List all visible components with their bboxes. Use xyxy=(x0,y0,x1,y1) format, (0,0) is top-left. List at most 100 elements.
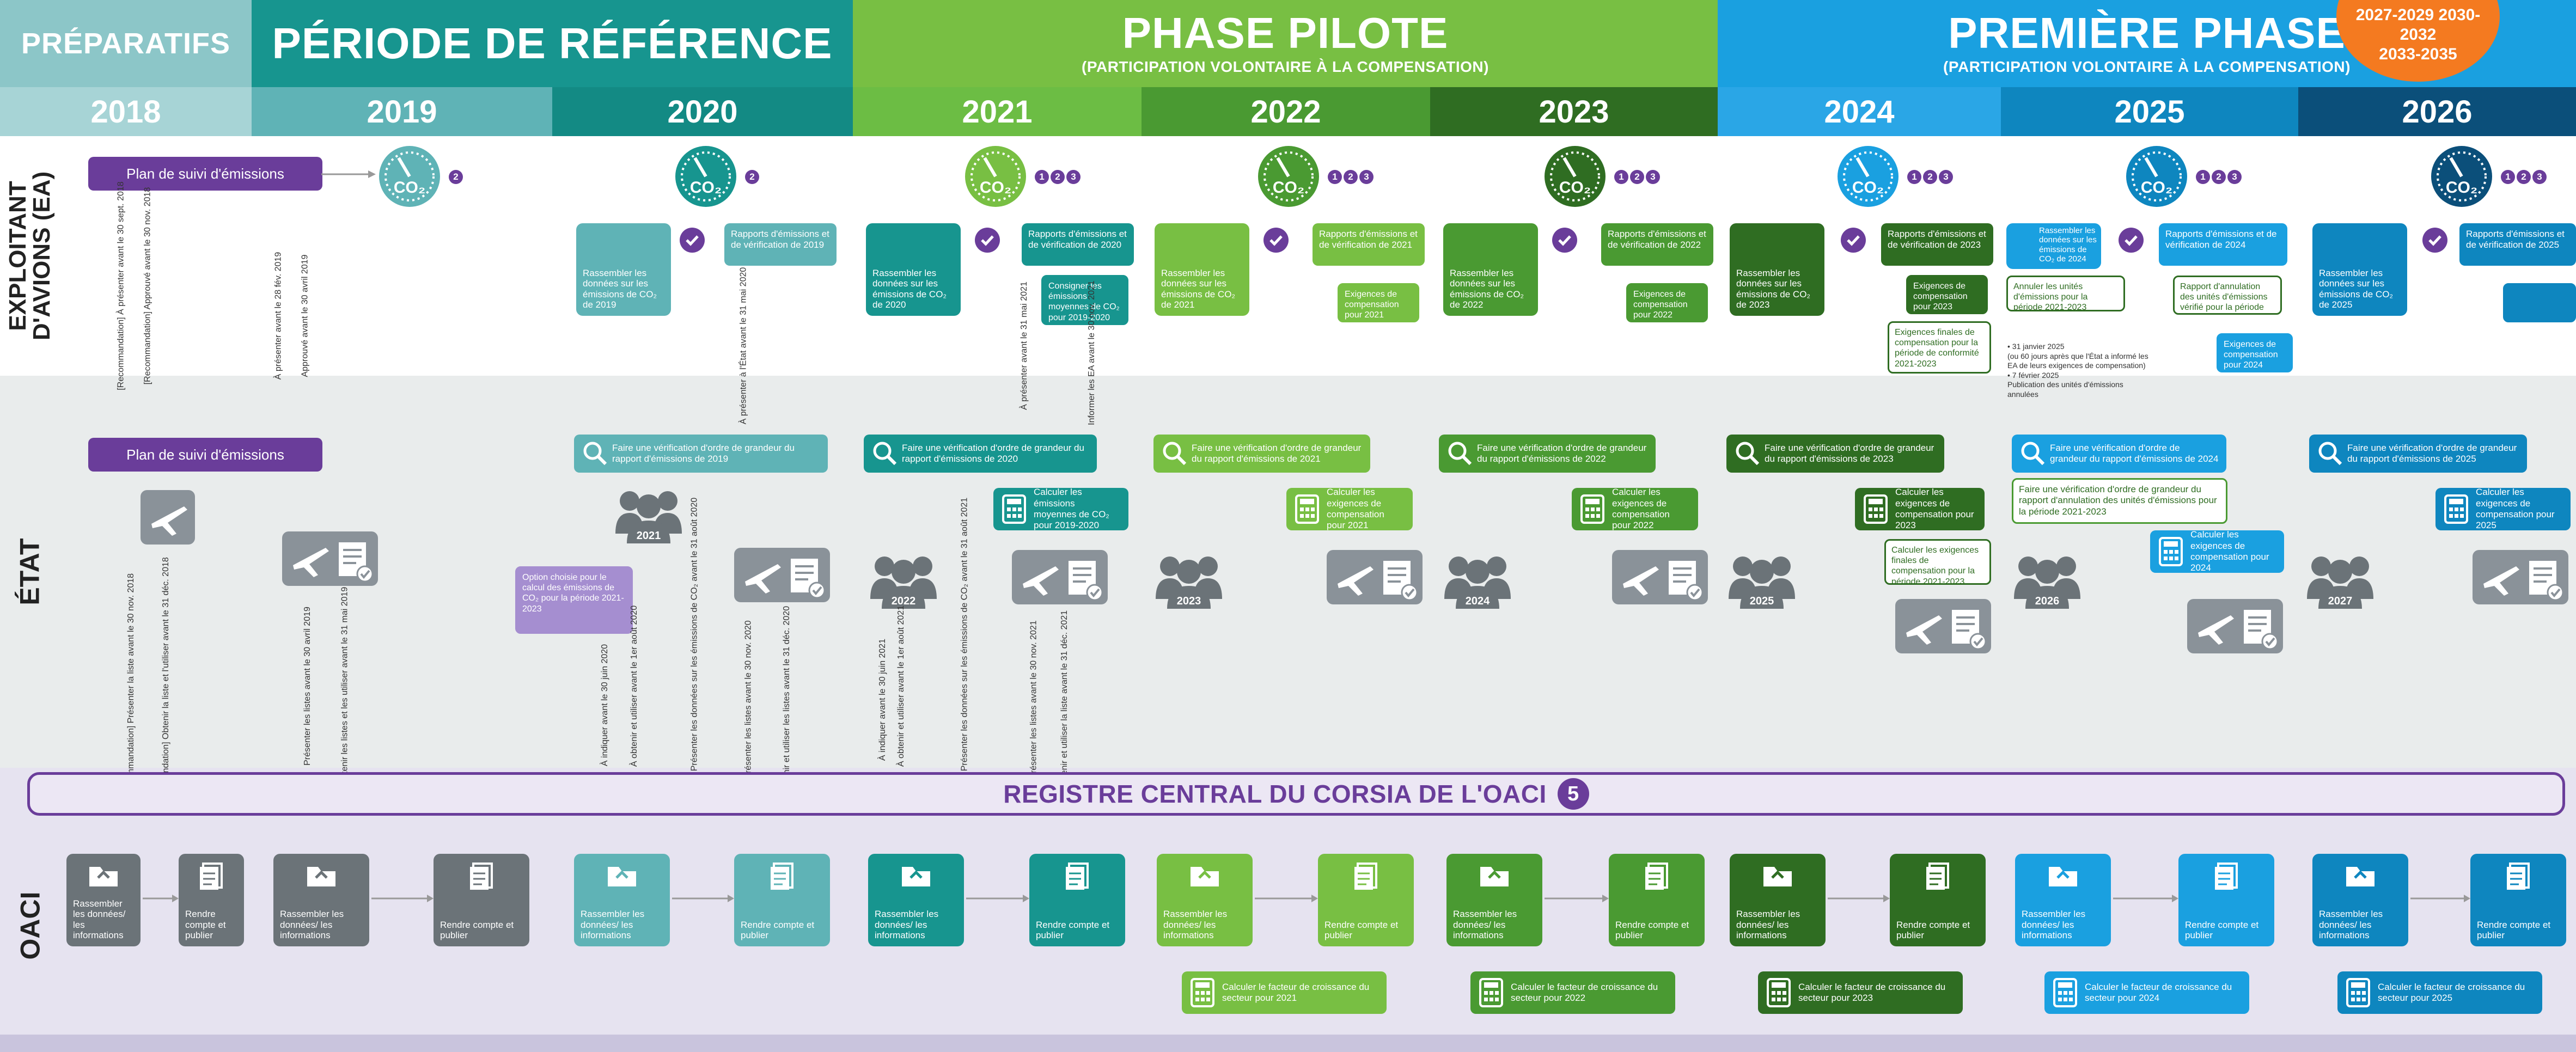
group-icon: 2023 xyxy=(1153,550,1222,610)
gather-tile-2021: Rassembler les données sur les émissions… xyxy=(1155,223,1249,316)
icao-gather-tile: Rassembler les données/ les informations xyxy=(574,854,670,946)
deadline-text: À présenter à l'État avant le 31 mai 202… xyxy=(738,267,748,425)
row-label-operator: EXPLOITANT D'AVIONS (EA) xyxy=(4,171,56,341)
gather-tile-2020: Rassembler les données sur les émissions… xyxy=(866,223,961,316)
icao-gather-tile: Rassembler les données/ les informations xyxy=(1446,854,1542,946)
deadline-text: [Recommandation] À présenter avant le 30… xyxy=(117,181,126,390)
verify-2024: Faire une vérification d'ordre de grande… xyxy=(2012,435,2226,473)
co2-gauge-icon: CO₂ xyxy=(1835,143,1901,208)
deadline-text: Approuvé avant le 30 avril 2019 xyxy=(301,254,310,377)
co2-gauge-icon: CO₂ xyxy=(377,143,442,208)
icao-report-tile: Rendre compte et publier xyxy=(2470,854,2566,946)
arrow xyxy=(143,893,179,907)
gather-tile-2019: Rassembler les données sur les émissions… xyxy=(576,223,671,316)
check-icon xyxy=(1552,228,1577,253)
deadline-text: Obtenir et utiliser la liste avant le 31… xyxy=(1060,610,1069,790)
svg-text:2021: 2021 xyxy=(637,530,661,542)
report-2021: Rapports d'émissions et de vérification … xyxy=(1313,223,1425,266)
airplane-icon xyxy=(141,490,195,547)
deadline-text: Obtenir et utiliser les listes avant le … xyxy=(782,605,791,794)
note-dates: • 31 janvier 2025 (ou 60 jours après que… xyxy=(2007,342,2148,399)
band-footer xyxy=(0,1035,2576,1052)
calc-state-2025: Calculer les exigences de compensation p… xyxy=(2435,487,2571,530)
icao-growth-factor: Calculer le facteur de croissance du sec… xyxy=(1182,971,1387,1014)
airplane-icon xyxy=(734,548,832,605)
note-exig-2023: Exigences de compensation pour 2023 xyxy=(1906,275,1988,314)
group-icon: 2025 xyxy=(1726,550,1795,610)
year-2024: 2024 xyxy=(1718,87,2001,136)
note-exig-2022: Exigences de compensation pour 2022 xyxy=(1626,283,1708,322)
icao-report-tile: Rendre compte et publier xyxy=(434,854,529,946)
phase-title: PHASE PILOTE xyxy=(1122,9,1449,57)
icao-growth-factor: Calculer le facteur de croissance du sec… xyxy=(1470,971,1675,1014)
arrow xyxy=(2410,893,2470,907)
svg-text:2026: 2026 xyxy=(2035,595,2060,607)
svg-text:CO₂: CO₂ xyxy=(690,179,722,197)
year-2019: 2019 xyxy=(252,87,552,136)
svg-text:CO₂: CO₂ xyxy=(1852,179,1884,197)
icao-gather-tile: Rassembler les données/ les informations xyxy=(1730,854,1826,946)
icao-gather-tile: Rassembler les données/ les informations xyxy=(2015,854,2111,946)
phase-title: PRÉPARATIFS xyxy=(21,27,231,60)
arrow xyxy=(321,170,376,178)
deadline-text: Obtenir les listes et les utiliser avant… xyxy=(340,586,349,786)
registry-number: 5 xyxy=(1557,778,1589,810)
icao-report-tile: Rendre compte et publier xyxy=(179,854,244,946)
report-2019: Rapports d'émissions et de vérification … xyxy=(724,223,837,266)
gather-tile-2023: Rassembler les données sur les émissions… xyxy=(1730,223,1824,316)
group-icon: 2022 xyxy=(868,550,937,610)
year-2020: 2020 xyxy=(552,87,853,136)
plan-box-state: Plan de suivi d'émissions xyxy=(88,438,322,472)
co2-gauge-icon: CO₂ xyxy=(963,143,1028,208)
verify-2022: Faire une vérification d'ordre de grande… xyxy=(1439,435,1656,473)
report-2023: Rapports d'émissions et de vérification … xyxy=(1881,223,1993,266)
gather-tile-2024: Rassembler les données sur les émissions… xyxy=(2006,223,2101,269)
step-numbers: 2 xyxy=(449,170,463,184)
arrow xyxy=(2113,893,2178,907)
calc-state-2024: Calculer les exigences de compensation p… xyxy=(2150,529,2284,573)
year-2023: 2023 xyxy=(1430,87,1718,136)
icao-gather-tile: Rassembler les données/ les informations xyxy=(2312,854,2408,946)
calc-final-box: Calculer les exigences finales de compen… xyxy=(1884,539,1991,585)
airplane-icon xyxy=(1895,599,1993,656)
year-2025: 2025 xyxy=(2001,87,2298,136)
deadline-text: À indiquer avant le 30 juin 2021 xyxy=(878,638,888,761)
icao-gather-tile: Rassembler les données/ les informations xyxy=(273,854,369,946)
group-icon: 2021 xyxy=(613,485,682,545)
icao-growth-factor: Calculer le facteur de croissance du sec… xyxy=(1758,971,1963,1014)
icao-gather-tile: Rassembler les données/ les informations xyxy=(868,854,964,946)
deadline-text: À obtenir et utiliser avant le 1er août … xyxy=(630,605,639,767)
arrow xyxy=(966,893,1029,907)
verify-2020: Faire une vérification d'ordre de grande… xyxy=(864,435,1097,473)
note-exig-2021: Exigences de compensation pour 2021 xyxy=(1338,283,1419,322)
icao-growth-factor: Calculer le facteur de croissance du sec… xyxy=(2044,971,2249,1014)
year-2022: 2022 xyxy=(1142,87,1430,136)
option-note: Option choisie pour le calcul des émissi… xyxy=(515,566,633,634)
svg-text:CO₂: CO₂ xyxy=(1273,179,1304,197)
verify-2019: Faire une vérification d'ordre de grande… xyxy=(574,435,828,473)
co2-gauge-icon: CO₂ xyxy=(2124,143,2189,208)
airplane-icon xyxy=(2473,550,2571,607)
calc-state-2023: Calculer les exigences de compensation p… xyxy=(1855,487,1985,530)
co2-gauge-icon: CO₂ xyxy=(1256,143,1321,208)
note-annuler: Annuler les unités d'émissions pour la p… xyxy=(2006,276,2125,311)
deadline-text: À indiquer avant le 30 juin 2020 xyxy=(600,644,610,767)
check-icon xyxy=(975,228,1000,253)
note-exig-2024: Exigences de compensation pour 2024 xyxy=(2217,333,2293,372)
airplane-icon xyxy=(2187,599,2285,656)
year-2021: 2021 xyxy=(853,87,1142,136)
arrow xyxy=(371,893,434,907)
group-icon: 2024 xyxy=(1442,550,1511,610)
svg-text:2027: 2027 xyxy=(2328,595,2353,607)
year-2026: 2026 xyxy=(2298,87,2576,136)
svg-text:CO₂: CO₂ xyxy=(394,179,425,197)
phase-preparatifs: PRÉPARATIFS xyxy=(0,0,252,87)
verify-2025: Faire une vérification d'ordre de grande… xyxy=(2309,435,2527,473)
icao-report-tile: Rendre compte et publier xyxy=(1890,854,1986,946)
phase-subtitle: (PARTICIPATION VOLONTAIRE À LA COMPENSAT… xyxy=(1082,58,1489,75)
plan-box-operator: Plan de suivi d'émissions xyxy=(88,157,322,191)
gather-tile-2022: Rassembler les données sur les émissions… xyxy=(1443,223,1538,316)
arrow xyxy=(672,893,734,907)
